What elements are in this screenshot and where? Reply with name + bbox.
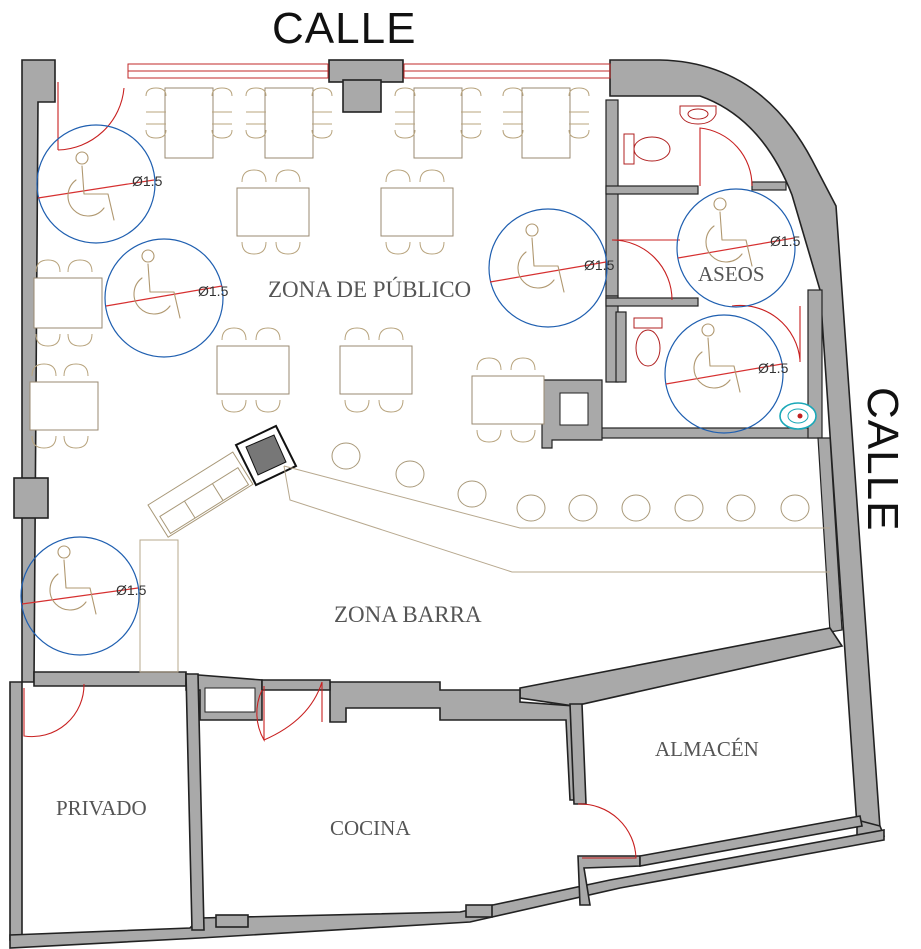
zone-label-cocina: COCINA (330, 816, 411, 840)
dining-chairs (31, 87, 590, 449)
diameter-label: Ø1.5 (198, 283, 229, 299)
sofa (147, 451, 254, 538)
street-label-top: CALLE (272, 4, 416, 53)
facade-windows (127, 63, 611, 79)
interior-walls (33, 99, 863, 931)
turning-circle: Ø1.5 (676, 188, 801, 308)
diameter-label: Ø1.5 (758, 360, 789, 376)
zone-label-publico: ZONA DE PÚBLICO (268, 276, 471, 302)
zone-label-barra: ZONA BARRA (334, 602, 482, 627)
turning-circle: Ø1.5 (36, 124, 163, 244)
turning-circle: Ø1.5 (20, 536, 147, 656)
zone-labels: ZONA DE PÚBLICO ASEOS ZONA BARRA ALMACÉN… (56, 262, 765, 840)
outer-walls (9, 59, 886, 949)
zone-label-privado: PRIVADO (56, 796, 147, 820)
diameter-label: Ø1.5 (770, 233, 801, 249)
doors (23, 82, 801, 859)
bar-stools (331, 442, 810, 522)
wc-fixtures (623, 105, 817, 430)
zone-label-almacen: ALMACÉN (655, 737, 759, 761)
zone-label-aseos: ASEOS (698, 262, 765, 286)
bar-counter (139, 465, 830, 673)
turning-circle: Ø1.5 (104, 238, 229, 358)
dining-tables (29, 87, 571, 431)
turning-circle: Ø1.5 (488, 208, 615, 328)
accessibility-circles: Ø1.5 Ø1.5 Ø1.5 Ø1.5 (20, 124, 801, 656)
diameter-label: Ø1.5 (584, 257, 615, 273)
diameter-label: Ø1.5 (132, 173, 163, 189)
turning-circle: Ø1.5 (664, 314, 789, 434)
central-pillar (234, 424, 298, 487)
diameter-label: Ø1.5 (116, 582, 147, 598)
street-label-right: CALLE (858, 387, 907, 531)
